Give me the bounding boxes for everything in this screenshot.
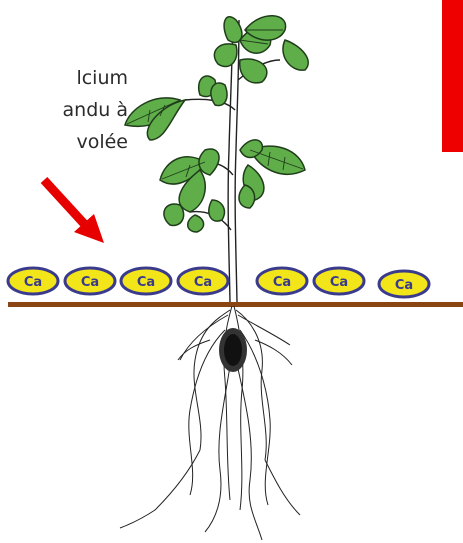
ca-particle-label: Ca bbox=[194, 275, 212, 290]
ca-particle: Ca bbox=[314, 268, 364, 294]
ca-particle-label: Ca bbox=[137, 275, 155, 290]
soil-line bbox=[8, 302, 463, 307]
ca-particle: Ca bbox=[65, 268, 115, 294]
plant-leaves bbox=[125, 16, 308, 232]
ca-particle-label: Ca bbox=[24, 275, 42, 290]
ca-particle-label: Ca bbox=[81, 275, 99, 290]
root-crown bbox=[219, 328, 247, 372]
ca-particle: Ca bbox=[178, 268, 228, 294]
ca-particle: Ca bbox=[257, 268, 307, 294]
ca-particle-label: Ca bbox=[330, 275, 348, 290]
ca-particle: Ca bbox=[379, 271, 429, 297]
ca-particle-label: Ca bbox=[395, 278, 413, 293]
red-arrow bbox=[44, 180, 104, 243]
ca-particle-label: Ca bbox=[273, 275, 291, 290]
calcium-particles: Ca Ca Ca Ca Ca Ca Ca bbox=[8, 268, 429, 297]
ca-particle: Ca bbox=[121, 268, 171, 294]
plant-roots bbox=[120, 306, 300, 540]
ca-particle: Ca bbox=[8, 268, 58, 294]
